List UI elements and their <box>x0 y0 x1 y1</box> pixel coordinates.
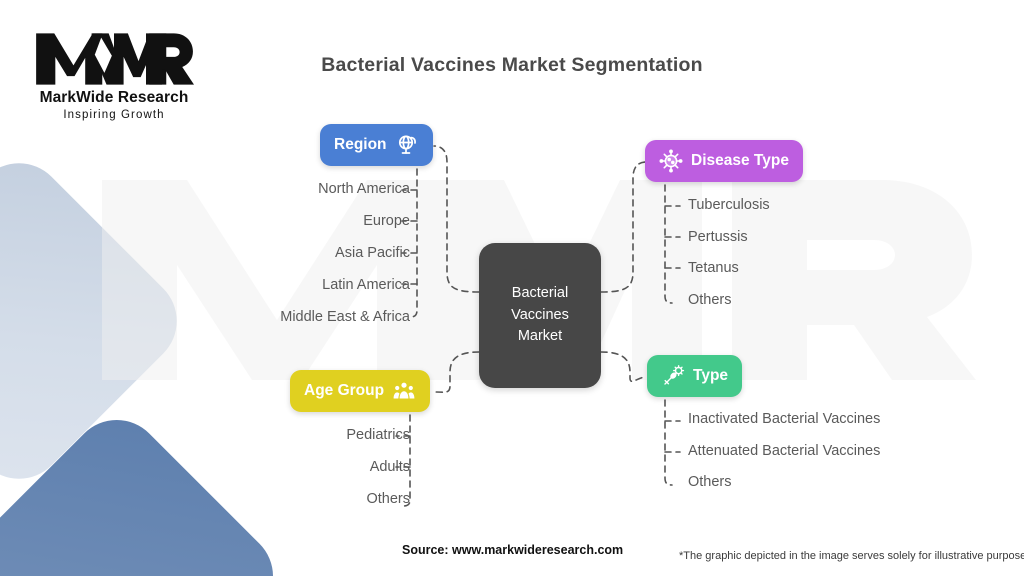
bacteria-icon <box>664 365 685 385</box>
list-item: Europe <box>363 213 410 229</box>
list-item: Latin America <box>322 277 410 293</box>
branch-items-age-group: Pediatrics Adults Others <box>150 428 410 524</box>
branch-label-region: Region <box>334 136 387 153</box>
list-item: Pediatrics <box>346 427 410 443</box>
list-item: Tuberculosis <box>688 197 770 213</box>
branch-header-type[interactable]: Type <box>647 355 743 397</box>
branch-items-type: Inactivated Bacterial Vaccines Attenuate… <box>688 412 880 507</box>
list-item: Asia Pacific <box>335 245 410 261</box>
logo-mark-icon <box>36 33 194 85</box>
center-node: Bacterial Vaccines Market <box>479 243 601 388</box>
branch-label-type: Type <box>693 367 729 384</box>
globe-icon <box>398 135 416 154</box>
list-item: North America <box>318 181 410 197</box>
branch-header-region[interactable]: Region <box>320 124 433 166</box>
list-item: Others <box>366 491 410 507</box>
list-item: Others <box>688 291 732 308</box>
brand-tagline: Inspiring Growth <box>63 109 165 121</box>
disclaimer-text: *The graphic depicted in the image serve… <box>679 550 1024 562</box>
list-item: Pertussis <box>688 228 748 245</box>
list-item: Attenuated Bacterial Vaccines <box>688 442 881 459</box>
brand-name: MarkWide Research <box>39 89 189 106</box>
branch-header-age-group[interactable]: Age Group <box>290 370 431 412</box>
page-title: Bacterial Vaccines Market Segmentation <box>321 54 703 76</box>
branch-label-age-group: Age Group <box>304 382 385 399</box>
virus-icon <box>659 149 683 173</box>
list-item: Adults <box>369 459 410 475</box>
brand-logo: MarkWide Research Inspiring Growth <box>24 30 204 121</box>
branch-items-region: North America Europe Asia Pacific Latin … <box>120 182 410 342</box>
center-node-label: Bacterial Vaccines Market <box>511 285 569 345</box>
source-text: Source: www.markwideresearch.com <box>402 543 624 557</box>
people-group-icon <box>393 382 415 399</box>
list-item: Inactivated Bacterial Vaccines <box>688 411 881 427</box>
list-item: Others <box>688 474 732 490</box>
list-item: Tetanus <box>688 260 739 276</box>
branch-header-disease-type[interactable]: Disease Type <box>645 140 803 182</box>
branch-items-disease-type: Tuberculosis Pertussis Tetanus Others <box>688 198 770 324</box>
list-item: Middle East & Africa <box>280 309 410 325</box>
branch-label-disease-type: Disease Type <box>691 152 789 169</box>
